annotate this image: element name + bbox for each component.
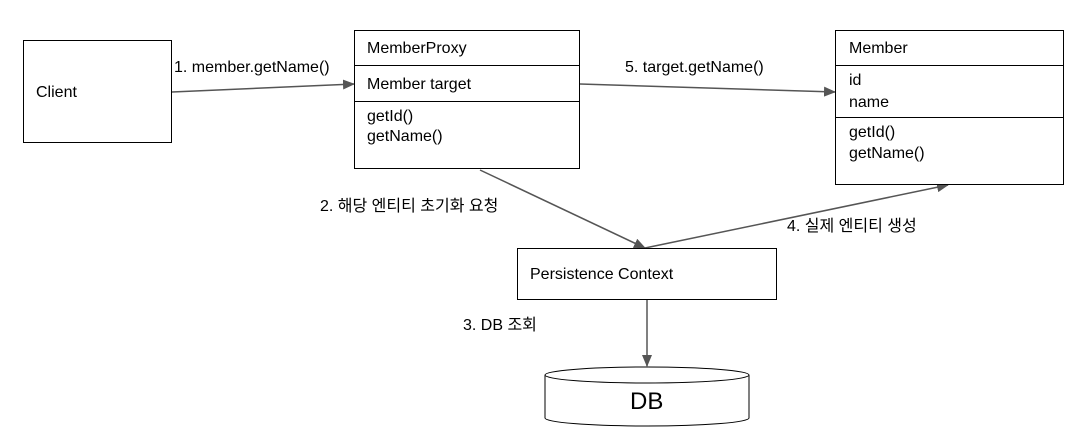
db-title: DB [630, 388, 664, 415]
member-proxy-method: getId() [367, 108, 414, 125]
member-proxy-title: MemberProxy [367, 40, 467, 57]
member-proxy-method: getName() [367, 128, 443, 145]
member-proxy-divider-2 [355, 101, 579, 102]
member-method: getName() [849, 145, 925, 162]
persistence-context-title: Persistence Context [530, 266, 674, 283]
member-proxy-box: MemberProxy Member target getId() getNam… [354, 30, 580, 169]
persistence-context-box: Persistence Context [517, 248, 777, 300]
edge-label-3: 3. DB 조회 [463, 317, 537, 334]
edge-member-proxy-to-member [579, 83, 836, 97]
client-box: Client [23, 40, 172, 143]
edge-label-4: 4. 실제 엔티티 생성 [787, 218, 917, 235]
member-divider-2 [836, 117, 1063, 118]
member-box: Member id name getId() getName() [835, 30, 1064, 185]
member-field: name [849, 94, 890, 111]
member-title: Member [849, 40, 908, 57]
edge-label-1: 1. member.getName() [174, 59, 330, 76]
edge-member-proxy-to-persistence-context [479, 169, 646, 249]
edge-label-2: 2. 해당 엔티티 초기화 요청 [320, 198, 499, 215]
member-divider-1 [836, 65, 1063, 66]
client-title: Client [36, 84, 77, 101]
member-proxy-field: Member target [367, 76, 472, 93]
edge-client-to-member-proxy [171, 79, 355, 93]
member-field: id [849, 72, 862, 89]
db-cylinder [544, 366, 750, 427]
edge-persistence-context-to-member [644, 182, 949, 249]
member-method: getId() [849, 124, 896, 141]
member-proxy-divider-1 [355, 65, 579, 66]
edge-label-5: 5. target.getName() [625, 59, 764, 76]
